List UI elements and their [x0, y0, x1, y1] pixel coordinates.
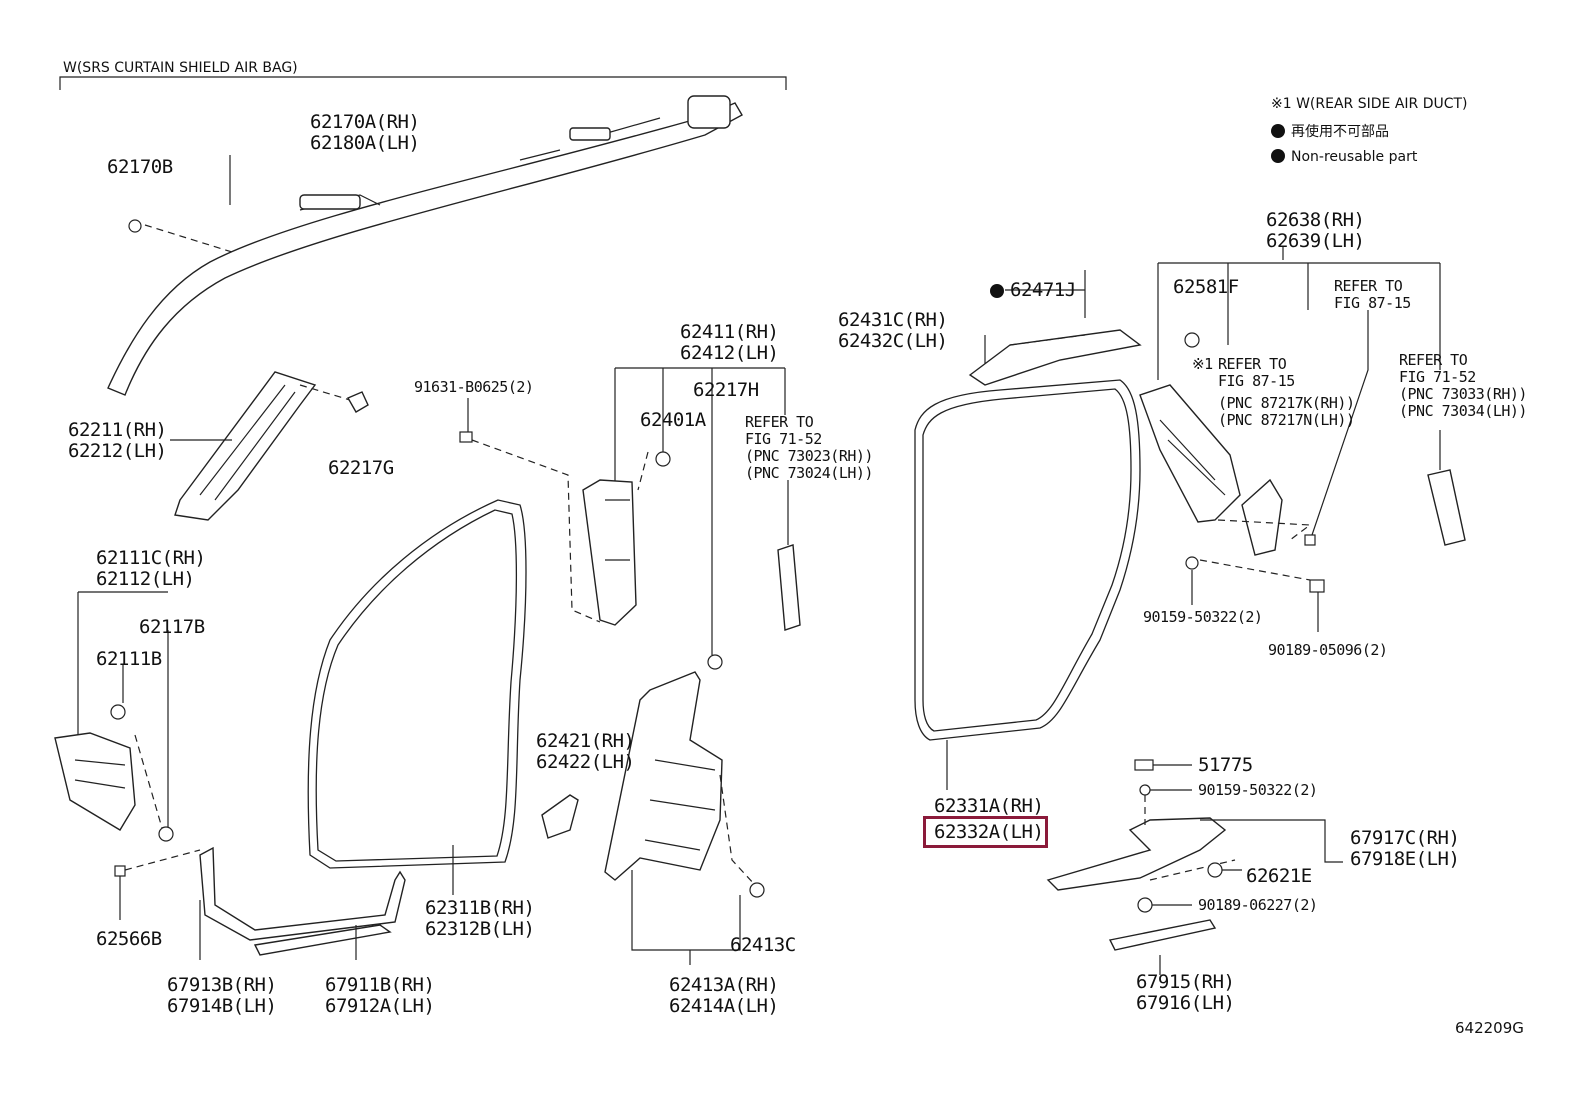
refer1-pnc2: (PNC 73024(LH)): [745, 464, 873, 482]
c-pillar-garnish-part: [1139, 384, 1241, 523]
label-62411[interactable]: 62411(RH): [680, 321, 779, 343]
label-90189b[interactable]: 90189-06227(2): [1198, 896, 1318, 914]
legend-non-reusable-en: Non-reusable part: [1271, 147, 1417, 168]
label-62412[interactable]: 62412(LH): [680, 342, 779, 364]
label-62311B[interactable]: 62311B(RH): [425, 897, 535, 919]
label-62312B[interactable]: 62312B(LH): [425, 918, 535, 940]
highlight-box: [923, 816, 1048, 848]
front-door-weatherstrip-part: [307, 499, 527, 869]
refer4-pnc2: (PNC 73034(LH)): [1399, 402, 1527, 420]
label-62217G[interactable]: 62217G: [328, 457, 394, 479]
label-62566B[interactable]: 62566B: [96, 928, 162, 950]
label-67918E[interactable]: 67918E(LH): [1350, 848, 1460, 870]
label-62471J[interactable]: 62471J: [990, 280, 1076, 301]
label-62170B[interactable]: 62170B: [107, 156, 173, 178]
label-90159a[interactable]: 90159-50322(2): [1143, 608, 1263, 626]
label-67917C[interactable]: 67917C(RH): [1350, 827, 1460, 849]
b-pillar-lower-garnish-part: [604, 671, 723, 881]
refer3-pnc1: (PNC 87217K(RH)): [1218, 394, 1355, 412]
label-62212[interactable]: 62212(LH): [68, 440, 167, 462]
label-62111B[interactable]: 62111B: [96, 648, 162, 670]
label-62413A[interactable]: 62413A(RH): [669, 974, 779, 996]
refer2-fig[interactable]: FIG 87-15: [1334, 294, 1411, 312]
figure-code: 642209G: [1455, 1019, 1524, 1037]
b-pillar-upper-garnish-part: [582, 479, 637, 626]
label-67912A[interactable]: 67912A(LH): [325, 995, 435, 1017]
label-67916[interactable]: 67916(LH): [1136, 992, 1235, 1014]
refer3-pnc2: (PNC 87217N(LH)): [1218, 411, 1355, 429]
label-62421[interactable]: 62421(RH): [536, 730, 635, 752]
refer1-label[interactable]: REFER TO: [745, 413, 814, 431]
label-67913B[interactable]: 67913B(RH): [167, 974, 277, 996]
refer4-pnc1: (PNC 73033(RH)): [1399, 385, 1527, 403]
curtain-airbag-part: [107, 95, 743, 396]
label-62217H[interactable]: 62217H: [693, 379, 759, 401]
label-91631[interactable]: 91631-B0625(2): [414, 378, 534, 396]
label-62471J-text: 62471J: [1010, 279, 1076, 301]
label-62432C[interactable]: 62432C(LH): [838, 330, 948, 352]
label-62413C[interactable]: 62413C: [730, 934, 796, 956]
a-pillar-garnish-part: [174, 371, 317, 521]
label-67911B[interactable]: 67911B(RH): [325, 974, 435, 996]
label-67914B[interactable]: 67914B(LH): [167, 995, 277, 1017]
legend-note: ※1 W(REAR SIDE AIR DUCT): [1271, 96, 1468, 112]
legend-jp-text: 再使用不可部品: [1291, 124, 1389, 140]
rear-door-weatherstrip-part: [914, 379, 1141, 741]
label-62414A[interactable]: 62414A(LH): [669, 995, 779, 1017]
label-62581F[interactable]: 62581F: [1173, 276, 1239, 298]
refer3-mark: ※1: [1192, 355, 1213, 373]
label-62211[interactable]: 62211(RH): [68, 419, 167, 441]
airbag-group-bracket: [59, 76, 787, 90]
clip-62170B: [128, 219, 142, 233]
cowl-side-trim-part: [54, 732, 136, 831]
label-62112[interactable]: 62112(LH): [96, 568, 195, 590]
non-reusable-dot-icon: [990, 284, 1004, 298]
label-62422[interactable]: 62422(LH): [536, 751, 635, 773]
label-62401A[interactable]: 62401A: [640, 409, 706, 431]
label-62639[interactable]: 62639(LH): [1266, 230, 1365, 252]
legend-en-text: Non-reusable part: [1291, 149, 1418, 165]
refer4-label[interactable]: REFER TO: [1399, 351, 1468, 369]
refer3-label[interactable]: REFER TO: [1218, 355, 1287, 373]
label-62111C[interactable]: 62111C(RH): [96, 547, 206, 569]
refer1-fig[interactable]: FIG 71-52: [745, 430, 822, 448]
label-62431C[interactable]: 62431C(RH): [838, 309, 948, 331]
legend-non-reusable-jp: 再使用不可部品: [1271, 122, 1389, 143]
label-90159b[interactable]: 90159-50322(2): [1198, 781, 1318, 799]
label-62331A[interactable]: 62331A(RH): [934, 795, 1044, 817]
refer3-fig[interactable]: FIG 87-15: [1218, 372, 1295, 390]
rear-scuff-plate-part: [1046, 817, 1227, 951]
refer2-label[interactable]: REFER TO: [1334, 277, 1403, 295]
front-scuff-plate-part: [199, 846, 406, 956]
label-62180A[interactable]: 62180A(LH): [310, 132, 420, 154]
label-62170A[interactable]: 62170A(RH): [310, 111, 420, 133]
label-67915[interactable]: 67915(RH): [1136, 971, 1235, 993]
non-reusable-dot-icon: [1271, 124, 1285, 138]
non-reusable-dot-icon: [1271, 149, 1285, 163]
label-62638[interactable]: 62638(RH): [1266, 209, 1365, 231]
label-62621E[interactable]: 62621E: [1246, 865, 1312, 887]
label-90189a[interactable]: 90189-05096(2): [1268, 641, 1388, 659]
label-62117B[interactable]: 62117B: [139, 616, 205, 638]
refer1-pnc1: (PNC 73023(RH)): [745, 447, 873, 465]
airbag-group-title: W(SRS CURTAIN SHIELD AIR BAG): [63, 60, 298, 76]
label-51775[interactable]: 51775: [1198, 754, 1253, 776]
refer4-fig[interactable]: FIG 71-52: [1399, 368, 1476, 386]
label-62332A[interactable]: 62332A(LH): [934, 821, 1044, 843]
